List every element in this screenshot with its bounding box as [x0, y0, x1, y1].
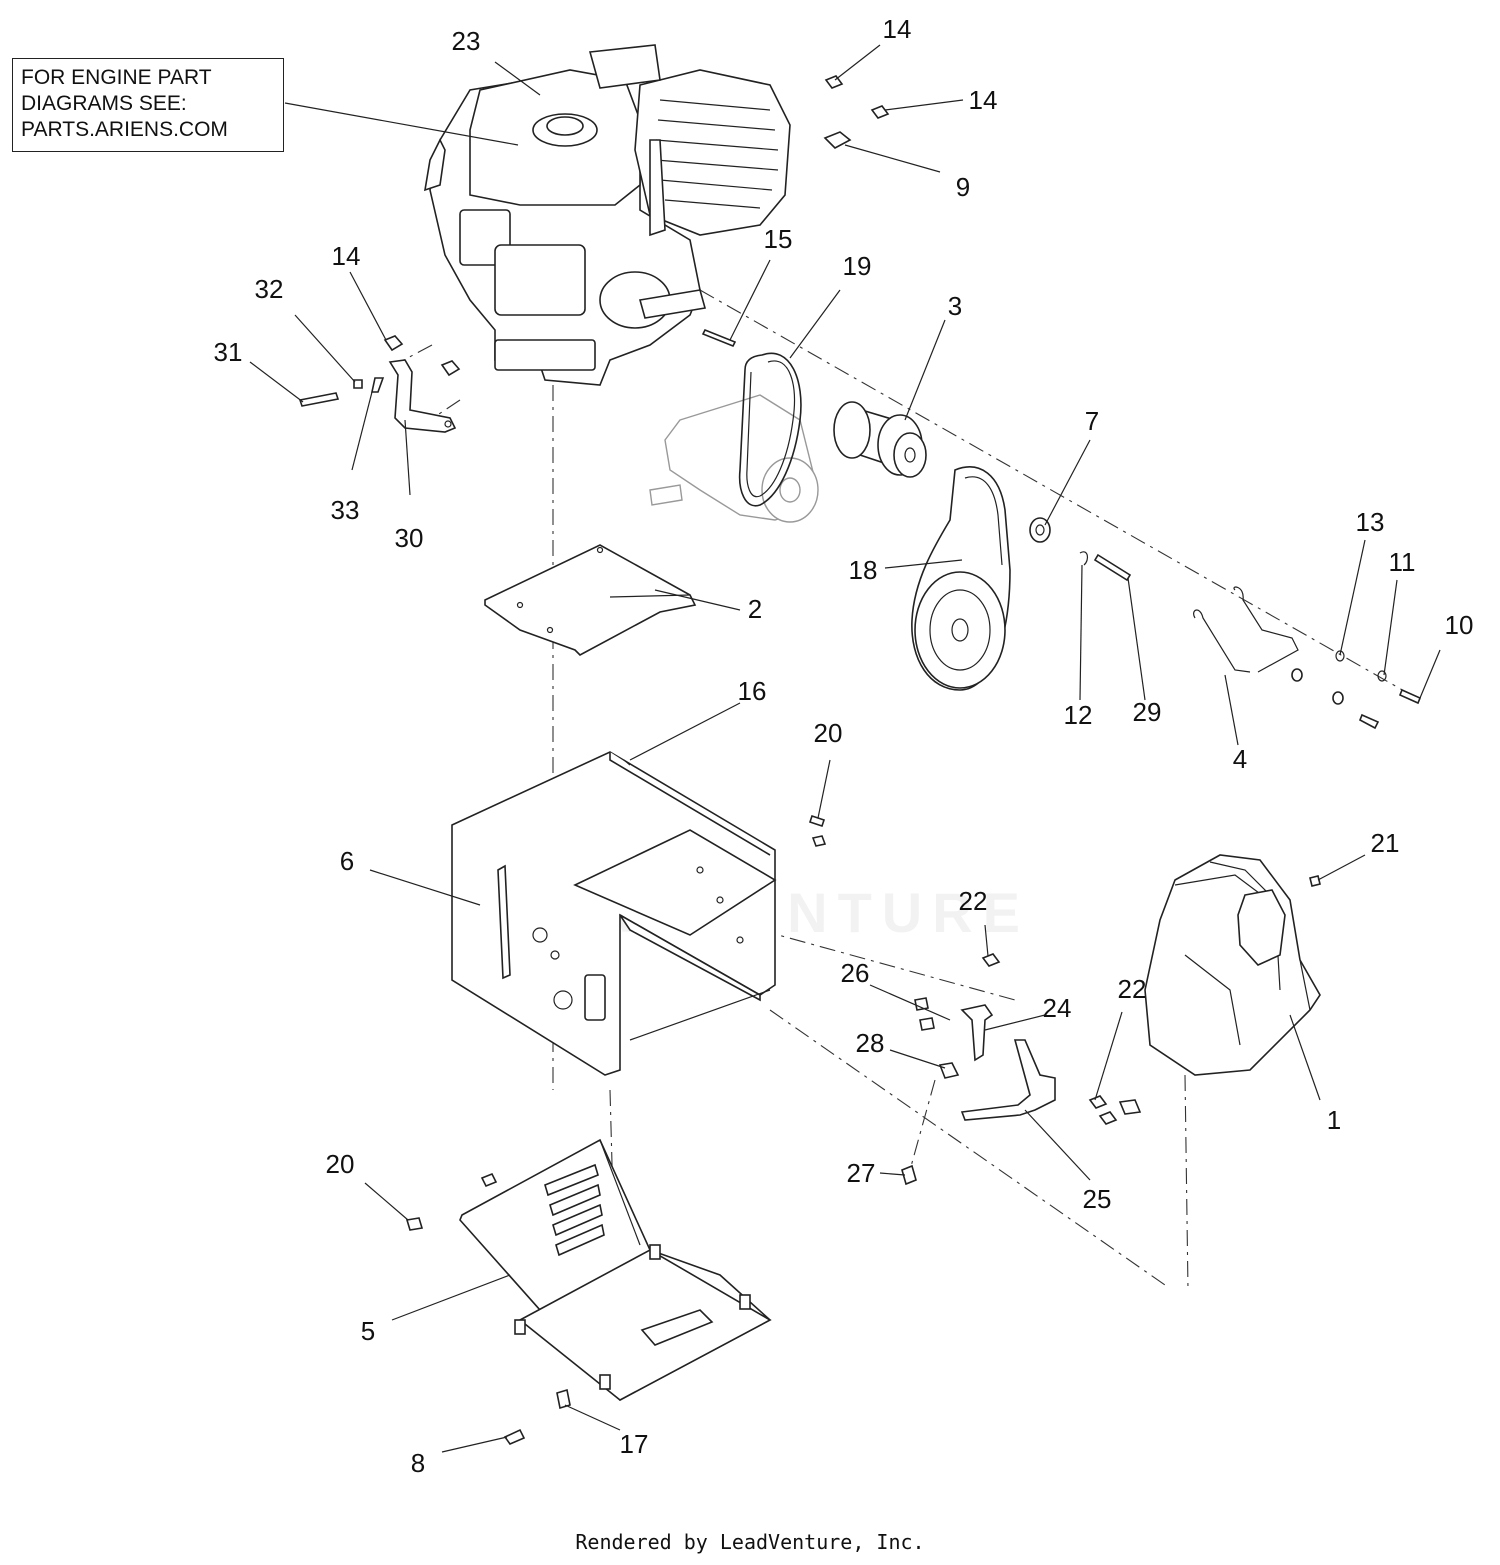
note-line-3: PARTS.ARIENS.COM: [21, 118, 228, 141]
callout-18: 18: [849, 555, 878, 585]
bolt-8: [503, 1428, 526, 1445]
callout-6: 6: [340, 846, 354, 876]
callout-33: 33: [331, 495, 360, 525]
callout-12: 12: [1064, 700, 1093, 730]
callout-14-top: 14: [883, 14, 912, 44]
tray-5: [459, 1138, 772, 1402]
callout-31: 31: [214, 337, 243, 367]
callout-7: 7: [1085, 406, 1099, 436]
callout-28: 28: [856, 1028, 885, 1058]
nut-14-top: [824, 75, 890, 119]
callout-1: 1: [1327, 1105, 1341, 1135]
callout-24: 24: [1043, 993, 1072, 1023]
cover-1: [1144, 854, 1321, 1076]
callout-25: 25: [1083, 1184, 1112, 1214]
pin-12: [1079, 551, 1089, 566]
callout-29: 29: [1133, 697, 1162, 727]
callout-16: 16: [738, 676, 767, 706]
part-9: [823, 131, 852, 149]
bolt-20-lower: [405, 1217, 424, 1231]
fasteners-22-26-27-28: [901, 875, 1321, 1186]
callout-10: 10: [1445, 610, 1474, 640]
part-16: [623, 759, 631, 766]
callout-19: 19: [843, 251, 872, 281]
bracket-30: [298, 335, 461, 433]
footer-credit: Rendered by LeadVenture, Inc.: [575, 1530, 925, 1554]
part-24: [960, 1004, 994, 1062]
callout-13: 13: [1356, 507, 1385, 537]
part-17: [556, 1388, 571, 1410]
callout-5: 5: [361, 1316, 375, 1346]
callout-11: 11: [1389, 547, 1416, 577]
engine-note-box: FOR ENGINE PART DIAGRAMS SEE: PARTS.ARIE…: [12, 58, 284, 152]
transmission: [649, 394, 819, 523]
callout-23: 23: [452, 26, 481, 56]
pulley-3: [833, 401, 927, 478]
callout-2: 2: [748, 594, 762, 624]
callout-21: 21: [1371, 828, 1400, 858]
callout-27: 27: [847, 1158, 876, 1188]
callout-4: 4: [1233, 744, 1247, 774]
belt-19: [738, 352, 802, 507]
frame-6: [451, 751, 777, 1076]
callout-26: 26: [841, 958, 870, 988]
rod-4: [1193, 586, 1422, 730]
key-15: [701, 328, 737, 348]
callout-8: 8: [411, 1448, 425, 1478]
callout-3: 3: [948, 291, 962, 321]
callout-9: 9: [956, 172, 970, 202]
callout-15: 15: [764, 224, 793, 254]
callout-14-right: 14: [969, 85, 998, 115]
note-line-1: FOR ENGINE PART: [21, 66, 212, 89]
callout-22-upper: 22: [959, 886, 988, 916]
callout-20-lower: 20: [326, 1149, 355, 1179]
callout-14-left: 14: [332, 241, 361, 271]
callout-17: 17: [620, 1429, 649, 1459]
leader-lines: [249, 44, 1441, 1453]
callout-20-upper: 20: [814, 718, 843, 748]
callout-32: 32: [255, 274, 284, 304]
callouts: 23 14 14 9 15 19 3 14 32 31 33 30 7 18 2…: [214, 14, 1474, 1478]
bolt-20-upper: [808, 814, 827, 847]
pulley-18: [911, 466, 1011, 691]
callout-30: 30: [395, 523, 424, 553]
plate-2: [484, 544, 697, 656]
callout-22-lower: 22: [1118, 974, 1147, 1004]
engine: [423, 44, 791, 386]
shaft-29: [1093, 553, 1132, 582]
note-line-2: DIAGRAMS SEE:: [21, 92, 187, 115]
